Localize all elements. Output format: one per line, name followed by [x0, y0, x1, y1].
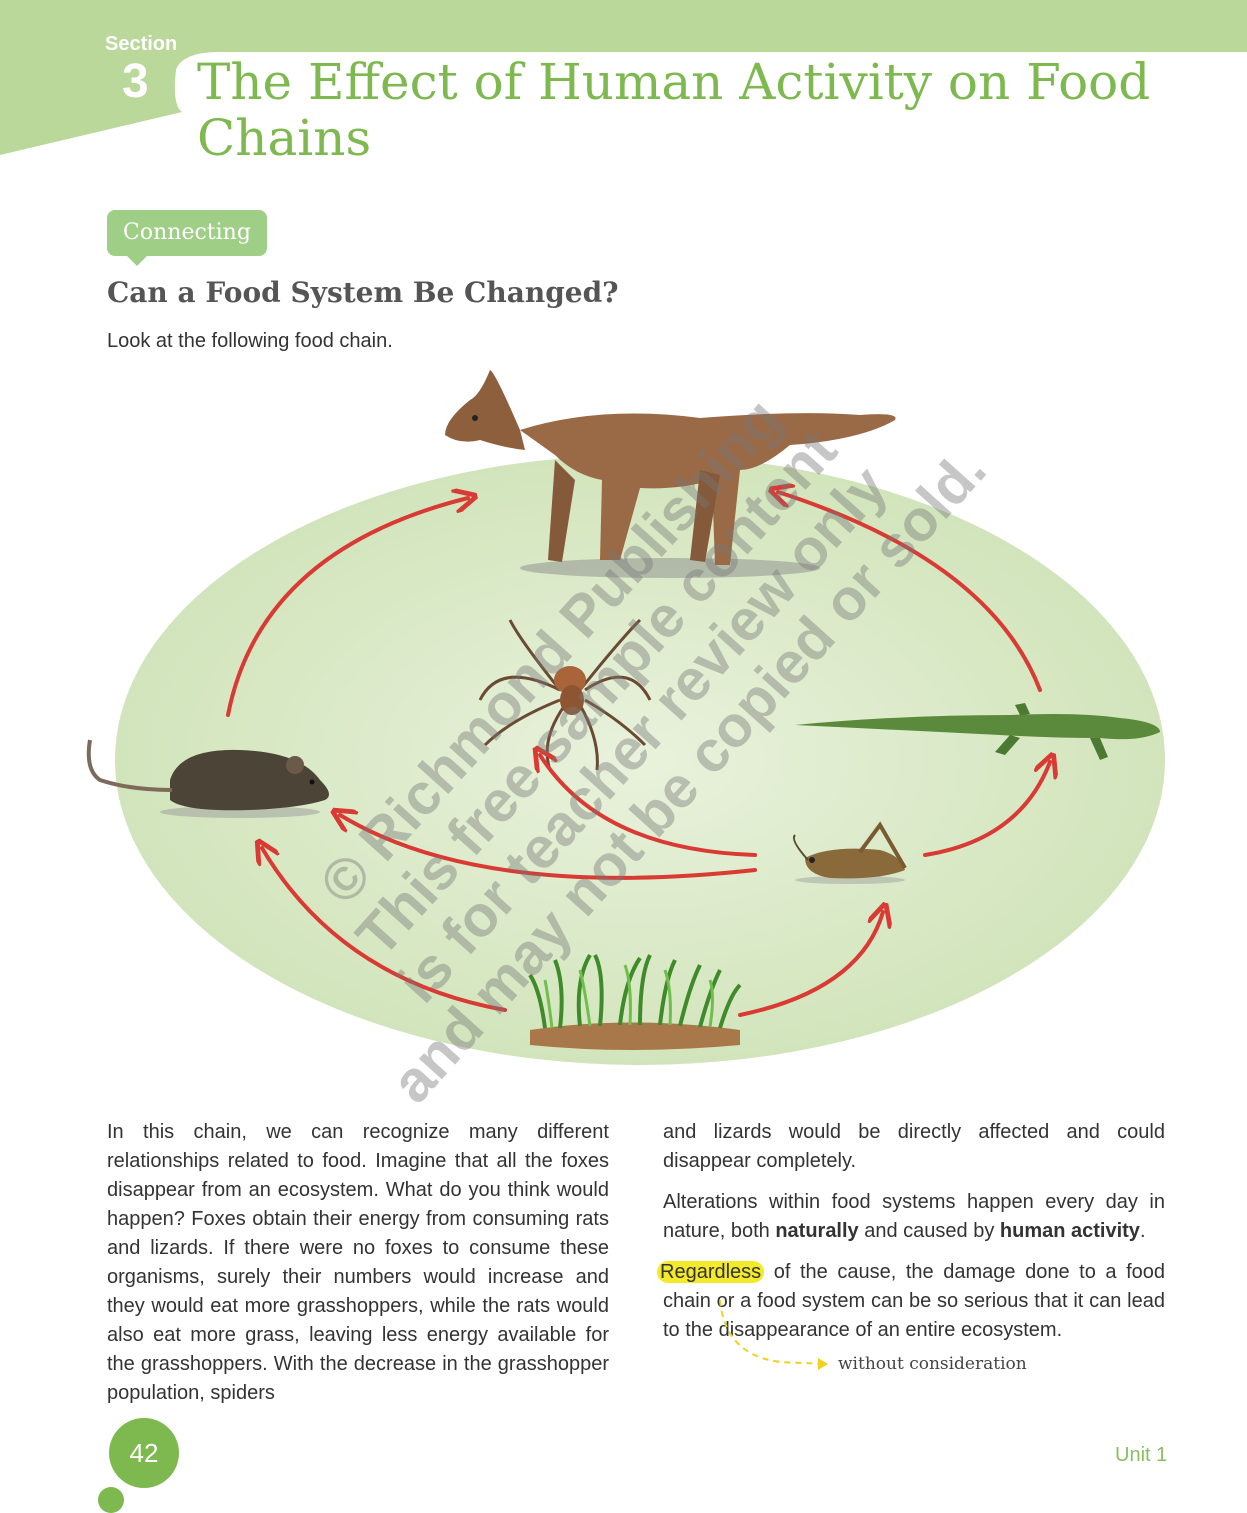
body-paragraph: Regardless of the cause, the damage done…: [657, 1258, 1165, 1345]
intro-text: Look at the following food chain.: [107, 330, 393, 352]
text-run: of the cause, the damage done to a food …: [663, 1261, 1165, 1341]
header-band: [0, 0, 1247, 155]
body-paragraph: In this chain, we can recognize many dif…: [107, 1121, 609, 1404]
arrow-rat-to-fox: [226, 498, 468, 717]
grass-icon: [528, 953, 742, 1050]
grasshopper-icon: [792, 821, 907, 884]
highlighted-word: Regardless: [657, 1261, 765, 1283]
arrow-grasshopper-to-spider: [540, 755, 757, 857]
bold-term: naturally: [775, 1220, 859, 1242]
bold-term: human activity: [999, 1220, 1140, 1242]
body-paragraph: and lizards would be directly affected a…: [663, 1121, 1165, 1172]
habitat-ellipse: [115, 455, 1165, 1065]
arrow-grasshopper-to-rat: [340, 815, 757, 880]
page-dot: [98, 1487, 124, 1513]
section-subheading: Can a Food System Be Changed?: [107, 276, 619, 309]
fox-icon: [445, 370, 896, 578]
arrow-grasshopper-to-lizard: [923, 762, 1050, 857]
arrow-lizard-to-fox: [778, 492, 1042, 692]
rat-icon: [86, 739, 329, 818]
connecting-badge: Connecting: [107, 210, 267, 266]
page-number: 42: [109, 1418, 179, 1488]
section-number: 3: [122, 55, 149, 108]
food-chain-diagram: [86, 370, 1165, 1065]
left-column: In this chain, we can recognize many dif…: [107, 1118, 609, 1420]
glossary-note: without consideration: [838, 1354, 1027, 1374]
arrow-grass-to-grasshopper: [738, 912, 883, 1017]
section-label: Section: [105, 33, 178, 55]
body-paragraph: Alterations within food systems happen e…: [663, 1188, 1165, 1246]
arrow-grass-to-rat: [262, 848, 507, 1012]
gloss-arrow-icon: [719, 1300, 828, 1370]
right-column: and lizards would be directly affected a…: [657, 1118, 1165, 1357]
page-title: The Effect of Human Activity on Food Cha…: [197, 53, 1151, 167]
text-run: .: [1139, 1220, 1146, 1242]
lizard-icon: [795, 703, 1160, 760]
text-run: and caused by: [858, 1220, 1000, 1242]
text-run: Alterations within food systems happen e…: [663, 1191, 1165, 1242]
unit-label: Unit 1: [1115, 1444, 1168, 1466]
